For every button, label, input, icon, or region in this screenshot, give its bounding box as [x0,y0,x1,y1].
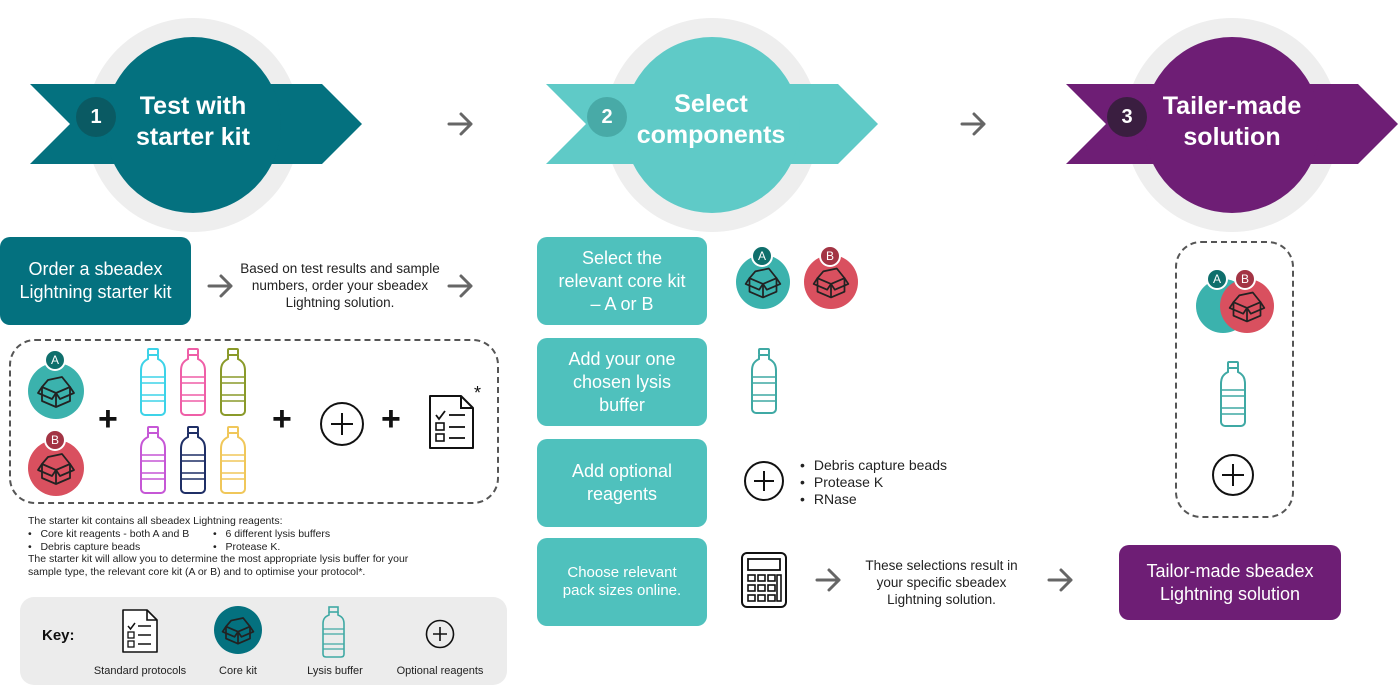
optional-reagent-text: Debris capture beads [813,457,947,473]
step-2-number: 2 [587,97,627,137]
optional-reagent-item: RNase [800,491,947,508]
optional-reagents-icon [425,619,455,649]
optional-reagent-text: RNase [813,491,857,507]
step-3-circle [1144,37,1320,213]
starter-note-item-text: 6 different lysis buffers [225,528,331,540]
arrow-right-icon [207,274,233,298]
standard-protocol-icon [122,609,158,653]
core-kit-b-badge: B [1234,268,1256,290]
tailored-kit-contents [1175,241,1294,518]
add-lysis-buffer-label: Add your one chosen lysis buffer [568,348,676,415]
step-3-title: Tailer-made solution [1162,92,1302,151]
core-kit-b-badge: B [819,245,841,267]
add-lysis-buffer-box: Add your one chosen lysis buffer [537,338,707,426]
key-panel [20,597,507,685]
core-kit-a-badge: A [1206,268,1228,290]
starter-note-item: • Debris capture beads [28,541,141,553]
lysis-buffer-icon [751,348,777,414]
protocol-asterisk: * [474,383,482,403]
arrow-right-icon [447,274,473,298]
order-starter-kit-box: Order a sbeadex Lightning starter kit [0,237,191,325]
select-core-kit-box: Select the relevant core kit – A or B [537,237,707,325]
plus-sign: + [272,400,292,438]
arrow-right-icon [1047,568,1073,592]
optional-reagent-item: Debris capture beads [800,457,947,474]
tailor-made-solution-label: Tailor-made sbeadex Lightning solution [1146,560,1314,604]
optional-reagents-icon [744,461,784,501]
lysis-buffer-bottles [140,348,246,494]
optional-reagents-icon [1212,454,1254,496]
core-kit-b-badge: B [44,429,66,451]
step-2-title: Select components [636,90,786,149]
plus-sign: + [98,400,118,438]
key-label-lysis-buffer: Lysis buffer [307,665,363,677]
key-title: Key: [42,627,75,644]
step-3-number: 3 [1107,97,1147,137]
step-2-circle [624,37,800,213]
starter-note-item-text: Protease K. [225,541,281,553]
starter-note-item-text: Debris capture beads [40,541,141,553]
add-optional-reagents-box: Add optional reagents [537,439,707,527]
optional-reagent-text: Protease K [813,474,884,490]
starter-note-item: • 6 different lysis buffers [213,528,331,540]
optional-reagent-item: Protease K [800,474,947,491]
select-core-kit-label: Select the relevant core kit – A or B [558,247,686,314]
starter-note-outro: The starter kit will allow you to determ… [28,553,409,578]
optional-reagents-list: Debris capture beads Protease K RNase [800,457,947,508]
lysis-buffer-icon [1220,361,1246,427]
step-1-circle [105,37,281,213]
starter-note-intro: The starter kit contains all sbeadex Lig… [28,515,283,527]
core-kit-icon [214,606,262,654]
standard-protocol-icon [429,395,474,449]
starter-kit-contents [9,339,499,504]
arrow-right-icon [815,568,841,592]
selections-result-text: These selections result in your specific… [865,558,1018,607]
based-on-results-text: Based on test results and sample numbers… [240,261,440,310]
order-starter-kit-label: Order a sbeadex Lightning starter kit [19,259,172,302]
core-kit-a-badge: A [44,349,66,371]
starter-note-item: • Core kit reagents - both A and B [28,528,190,540]
arrow-right-icon [447,112,473,136]
optional-reagents-icon [320,402,364,446]
starter-note-item: • Protease K. [213,541,281,553]
key-label-optional-reagents: Optional reagents [396,665,484,677]
core-kit-a-badge: A [751,245,773,267]
choose-pack-sizes-box: Choose relevant pack sizes online. [537,538,707,626]
tailor-made-solution-box: Tailor-made sbeadex Lightning solution [1119,545,1341,620]
step-1-title: Test with starter kit [136,92,250,151]
core-kit-b-icon [28,440,84,496]
plus-sign: + [381,400,401,438]
add-optional-reagents-label: Add optional reagents [571,461,673,504]
choose-pack-sizes-label: Choose relevant pack sizes online. [562,564,682,599]
core-kit-a-icon [28,363,84,419]
calculator-icon [741,552,787,608]
key-label-protocols: Standard protocols [93,665,187,677]
lysis-buffer-icon [322,606,345,658]
step-1-number: 1 [76,97,116,137]
arrow-right-icon [960,112,986,136]
starter-note-item-text: Core kit reagents - both A and B [40,528,190,540]
key-label-core-kit: Core kit [219,665,257,677]
